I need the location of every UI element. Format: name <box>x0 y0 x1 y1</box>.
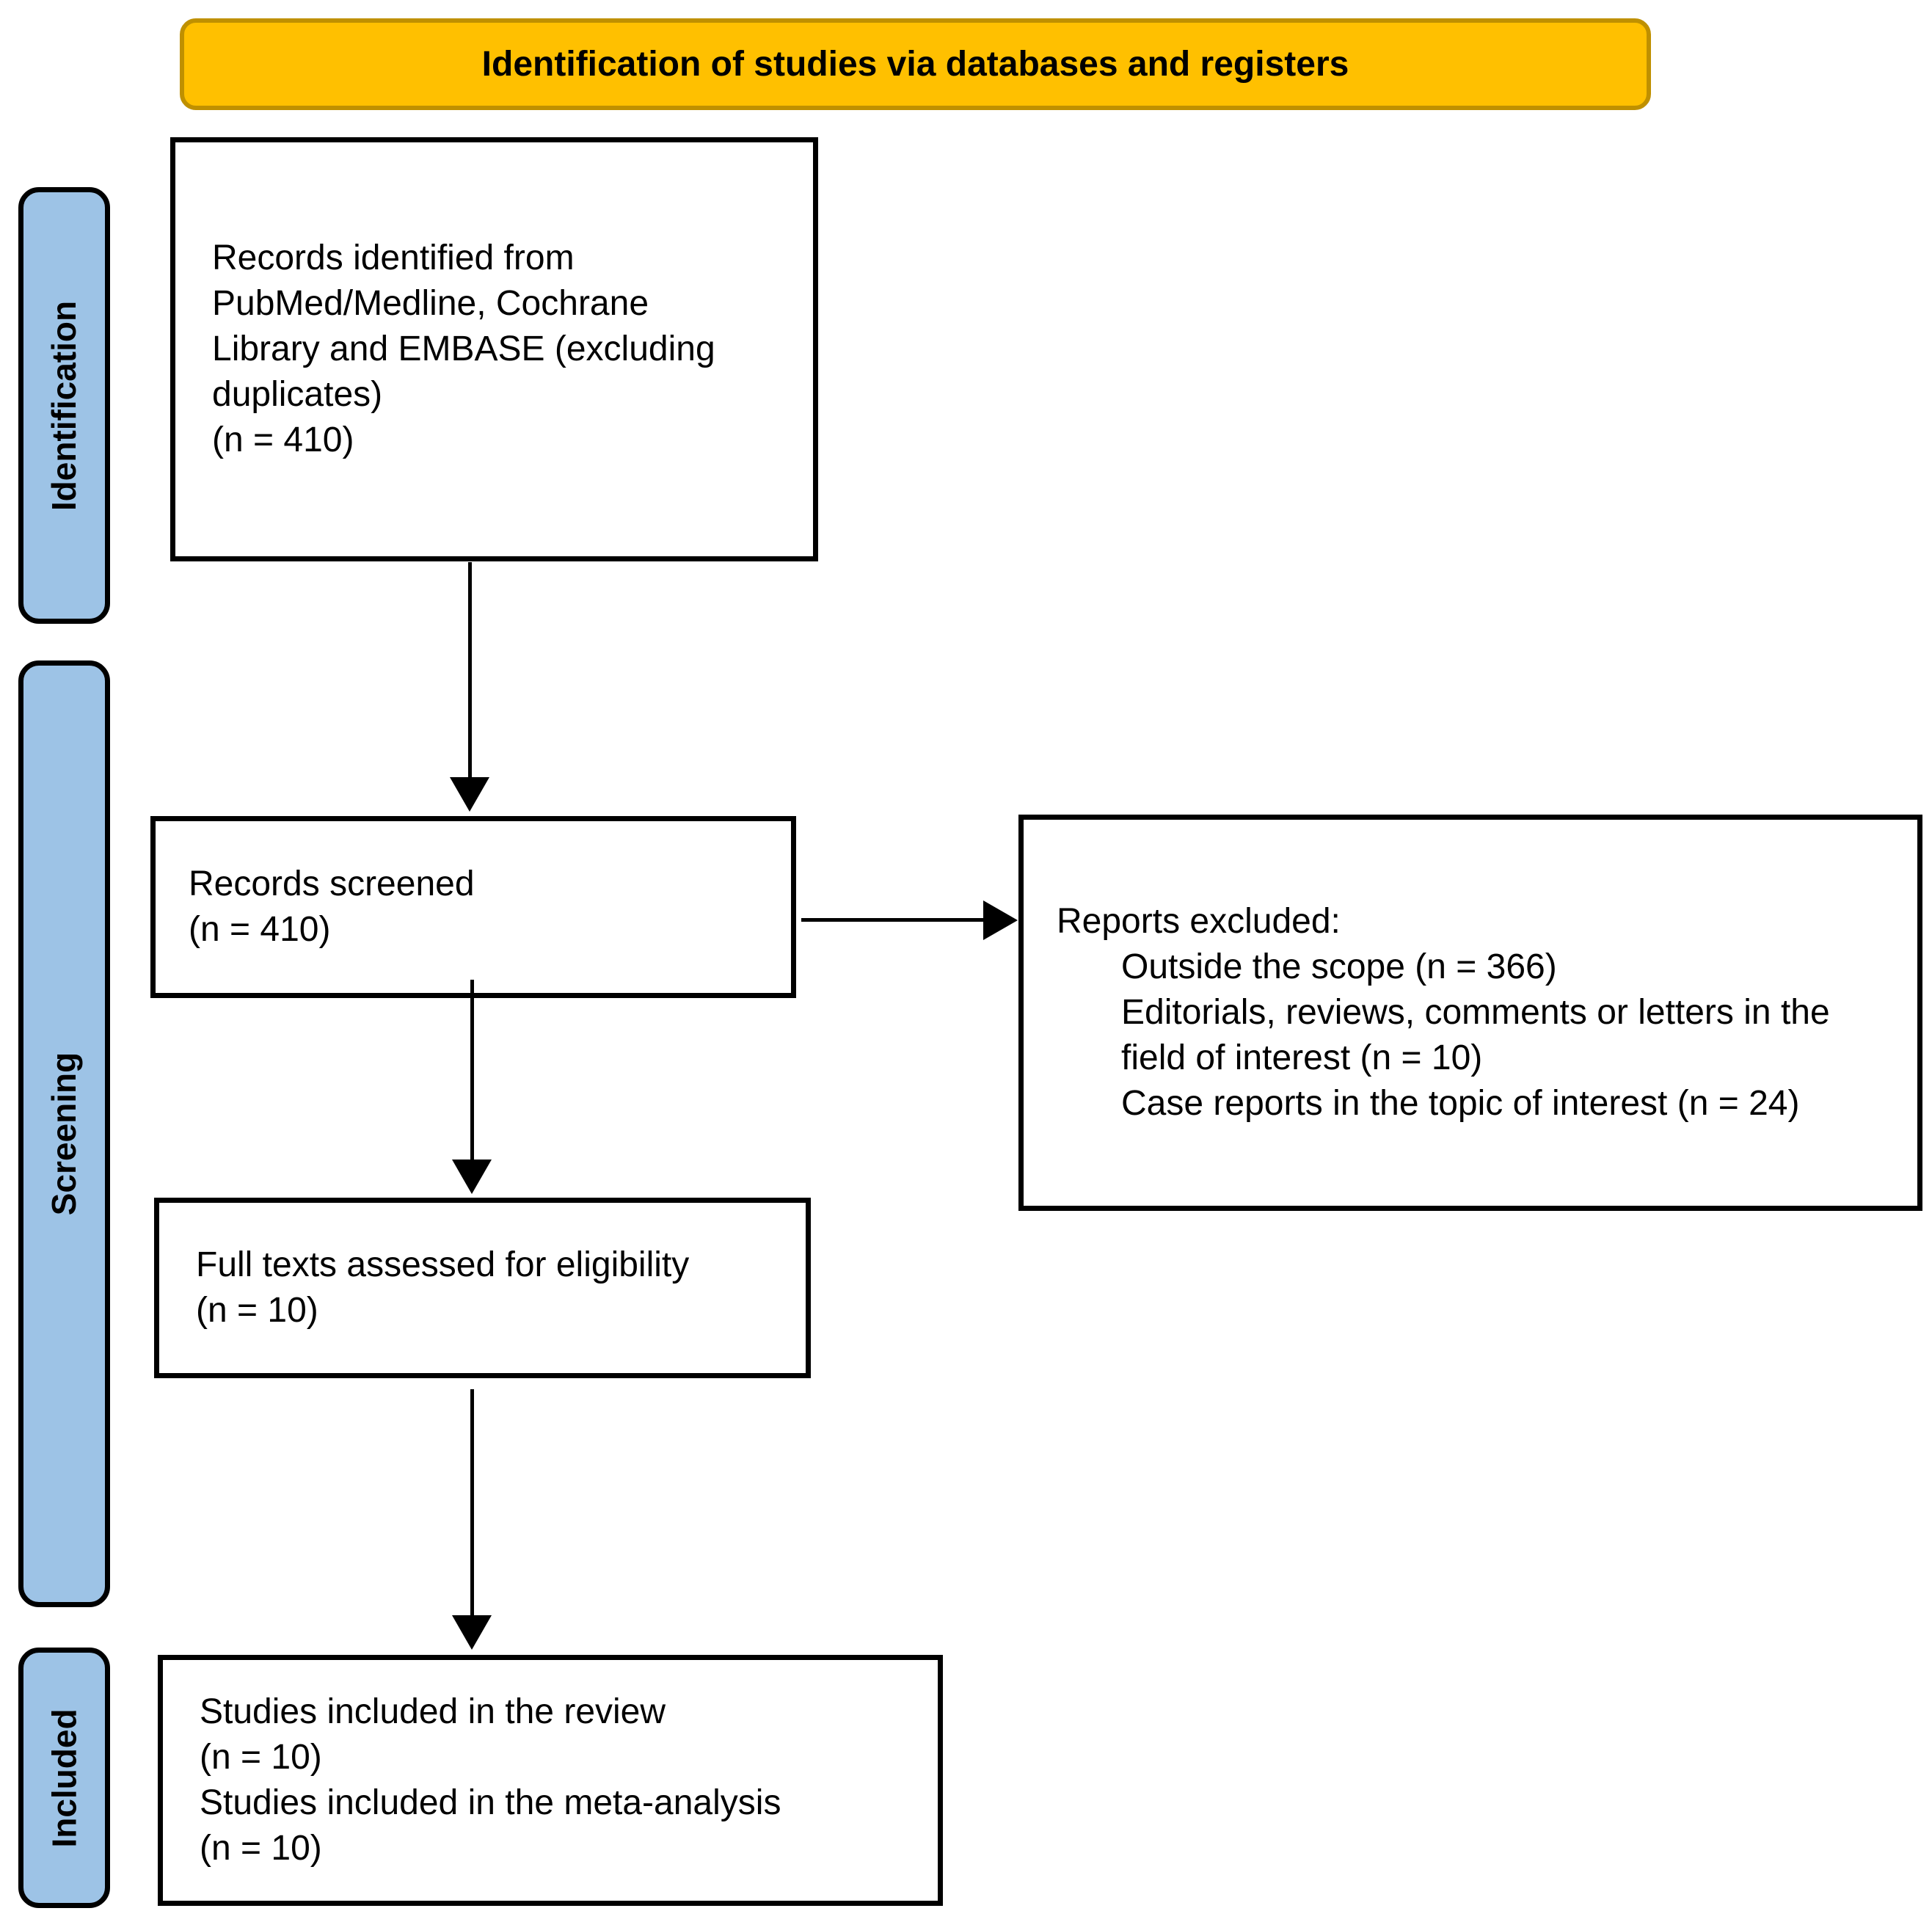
stage-label-identification: Identification <box>45 300 84 511</box>
box-studies-included-count: (n = 10) <box>200 1738 322 1777</box>
banner-identification-via-databases: Identification of studies via databases … <box>180 18 1651 110</box>
box-reports-excluded-item: Editorials, reviews, comments or letters… <box>1121 993 1830 1077</box>
arrow-screened-to-fulltext-line <box>470 980 474 1161</box>
box-studies-included-line: Studies included in the review <box>200 1692 666 1731</box>
box-records-identified: Records identified from PubMed/Medline, … <box>170 137 818 561</box>
box-reports-excluded-title: Reports excluded: <box>1057 902 1341 941</box>
box-records-screened-line: Records screened <box>189 864 475 903</box>
box-records-screened: Records screened (n = 410) <box>150 816 796 998</box>
box-reports-excluded: Reports excluded: Outside the scope (n =… <box>1018 815 1922 1211</box>
box-reports-excluded-item: Outside the scope (n = 366) <box>1121 947 1557 986</box>
box-studies-included-count: (n = 10) <box>200 1829 322 1868</box>
arrow-fulltext-to-included-line <box>470 1389 474 1617</box>
arrow-screened-to-excluded-line <box>801 918 985 922</box>
arrow-fulltext-to-included-head <box>452 1615 492 1650</box>
stage-label-screening: Screening <box>45 1052 84 1216</box>
stage-label-included: Included <box>45 1708 84 1848</box>
stage-bar-identification: Identification <box>18 187 110 624</box>
banner-label: Identification of studies via databases … <box>481 45 1349 84</box>
arrow-identified-to-screened-head <box>450 777 489 812</box>
box-records-screened-count: (n = 410) <box>189 910 331 949</box>
stage-bar-screening: Screening <box>18 660 110 1607</box>
box-studies-included-line: Studies included in the meta-analysis <box>200 1783 781 1822</box>
arrow-screened-to-excluded-head <box>983 900 1018 940</box>
box-records-identified-line: Library and EMBASE (excluding <box>212 330 715 368</box>
arrow-screened-to-fulltext-head <box>452 1160 492 1194</box>
box-full-texts-assessed: Full texts assessed for eligibility (n =… <box>154 1198 811 1378</box>
stage-bar-included: Included <box>18 1648 110 1908</box>
box-records-identified-line: Records identified from <box>212 239 575 277</box>
box-full-texts-count: (n = 10) <box>196 1291 318 1330</box>
box-full-texts-line: Full texts assessed for eligibility <box>196 1245 690 1284</box>
box-records-identified-line: duplicates) <box>212 375 383 414</box>
box-reports-excluded-item: Case reports in the topic of interest (n… <box>1121 1084 1800 1123</box>
box-records-identified-count: (n = 410) <box>212 421 354 459</box>
box-studies-included: Studies included in the review (n = 10) … <box>158 1655 943 1906</box>
box-records-identified-line: PubMed/Medline, Cochrane <box>212 284 649 323</box>
arrow-identified-to-screened-line <box>468 562 472 779</box>
